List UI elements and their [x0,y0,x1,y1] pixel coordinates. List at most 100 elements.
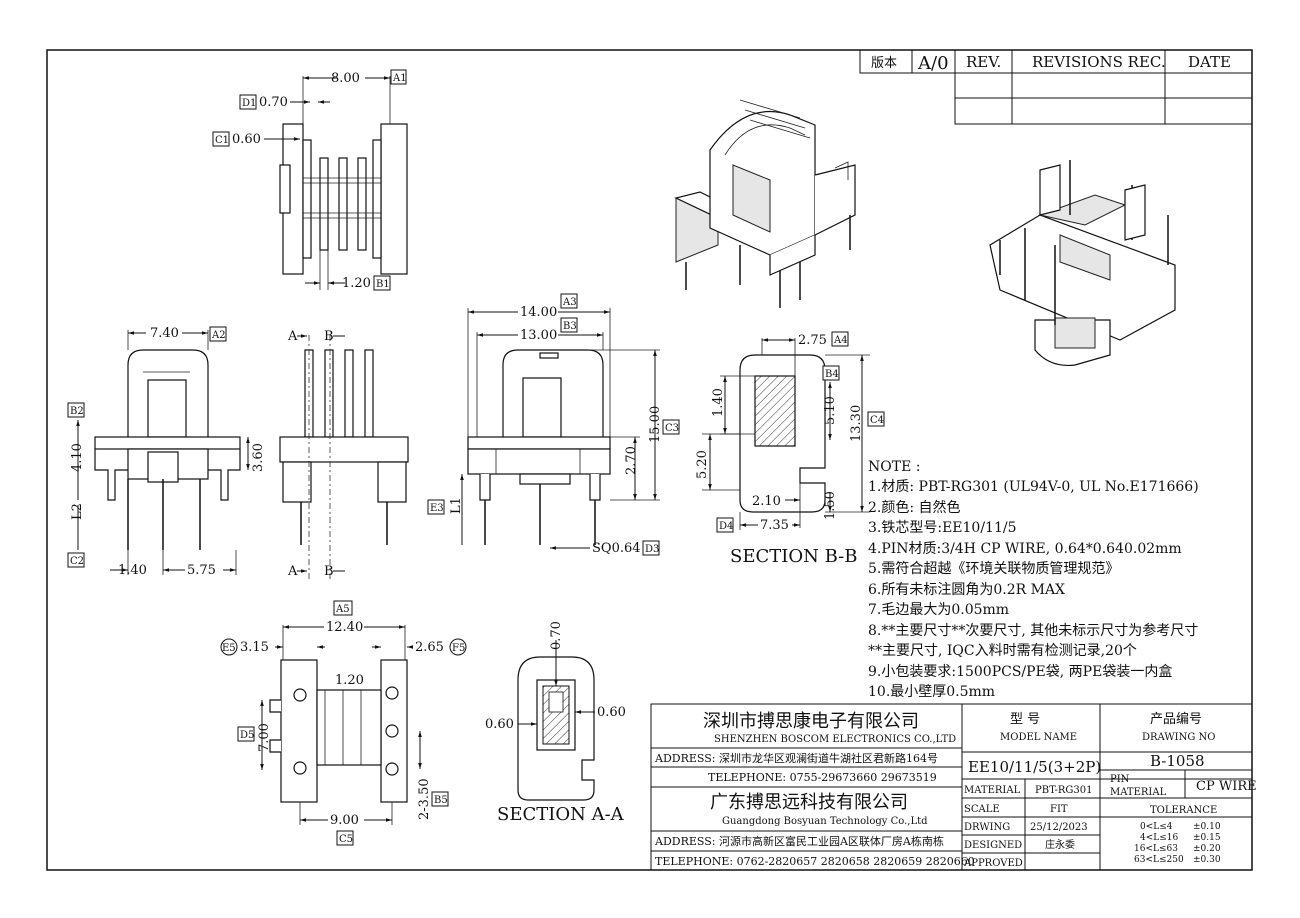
dim-h2-value: 2.70 [624,446,639,475]
dim-b2-value: 4.10 [70,443,85,472]
dim-b1-tag: B1 [376,279,390,290]
dim-a3-tag: A3 [562,297,577,308]
tolerance-range-1: 0<L≤4 [1140,822,1173,832]
model-label-en: MODEL NAME [1000,732,1077,743]
dim-v7-value: 7.35 [760,518,789,533]
note-8: 8.**主要尺寸**次要尺寸, 其他未标示尺寸为参考尺寸 [868,622,1198,639]
dim-b3-tag: B3 [563,321,577,332]
bottom-view: 12.40 A5 E5 3.15 2.65 F5 1.20 D5 7.00 2-… [220,600,467,846]
company2-telephone: TELEPHONE: 0762-2820657 2820658 2820659 … [655,855,975,868]
dim-b1-value: 1.20 [342,276,371,291]
pin-material-value: CP WIRE [1196,779,1257,794]
dim-w2-value: 5.75 [187,563,216,578]
designed-value: 庄永委 [1045,838,1075,851]
dim-a4-value: 2.75 [798,333,827,348]
dim-a1-tag: A1 [392,73,407,84]
material-label: MATERIAL [964,785,1021,796]
dim-c2-tag: C2 [70,556,84,567]
note-4: 4.PIN材质:3/4H CP WIRE, 0.64*0.640.02mm [868,541,1182,557]
dim-width-value: 1.20 [335,673,364,688]
dim-l1-value: L1 [449,497,464,514]
scale-label: SCALE [964,804,1000,815]
company1-name-cn: 深圳市搏思康电子有限公司 [703,711,919,732]
scale-value: FIT [1050,804,1068,815]
dim-c5-value: 9.00 [330,813,359,828]
note-5: 5.需符合超越《环境关联物质管理规范》 [868,560,1119,577]
section-b-bottom: B [324,564,334,579]
tolerance-label: TOLERANCE [1150,805,1217,816]
drawing-date-value: 25/12/2023 [1030,822,1088,833]
dim-v6-value: 1.50 [823,491,838,520]
revisions-header: REVISIONS REC. [1032,53,1166,71]
company2-name-en: Guangdong Bosyuan Technology Co.,Ltd [722,816,928,827]
top-view: 8.00 A1 D1 0.70 C1 0.60 1.20 B1 [212,69,408,291]
dim-d1-value: 0.70 [259,95,288,110]
dim-d3-tag: D3 [645,544,659,555]
approved-label: APPROVED [963,858,1023,869]
tolerance-value-1: ±0.10 [1193,822,1221,832]
note-3: 3.铁芯型号:EE10/11/5 [868,520,1016,536]
dim-e3-tag: E3 [430,503,444,514]
dim-c3-value: 15.00 [648,406,663,443]
model-value: EE10/11/5(3+2P) [968,758,1101,776]
dim-f5-value: 2.65 [415,640,444,655]
section-a-bottom: A [287,564,298,579]
dim-b5-value: 2-3.50 [417,778,432,820]
note-10: 10.最小壁厚0.5mm [868,684,995,700]
section-bb-title: SECTION B-B [730,546,857,567]
dim-e5-tag: E5 [222,643,236,654]
rev-header: REV. [966,53,1001,71]
model-label-cn: 型 号 [1010,712,1040,727]
dim-c3-tag: C3 [665,423,679,434]
section-bb: 2.75 A4 B4 1.40 5.10 13.30 C4 5.20 2.10 … [695,331,885,567]
end-view: 14.00 A3 13.00 B3 15.00 C3 2.70 E3 L1 SQ… [427,293,680,556]
section-a-top: A [287,329,298,344]
dim-sq-value: SQ0.64 [592,541,641,556]
section-aa-title: SECTION A-A [497,804,625,825]
version-value: A/0 [917,53,949,74]
dim-d5-tag: D5 [240,730,254,741]
dim-v4-value: 5.20 [695,450,710,479]
pin-material-label-1: PIN [1110,774,1130,785]
dim-a2-tag: A2 [211,330,226,341]
drawing-border [46,49,1253,871]
section-aa: 0.70 0.60 0.60 SECTION A-A [485,621,626,825]
side-view: A B A B [279,329,409,580]
dim-c5-tag: C5 [339,834,353,845]
dim-a4-tag: A4 [833,335,848,346]
tolerance-value-3: ±0.20 [1193,844,1221,854]
dim-a5-value: 12.40 [326,620,363,635]
note-7: 7.毛边最大为0.05mm [868,602,1009,618]
drawing-label-cn: 产品编号 [1150,712,1202,727]
dim-v2-value: 5.10 [823,396,838,425]
tolerance-value-4: ±0.30 [1193,855,1221,865]
dim-a2-value: 7.40 [150,326,179,341]
dim-v3-value: 13.30 [849,405,864,442]
title-block: 深圳市搏思康电子有限公司 SHENZHEN BOSCOM ELECTRONICS… [650,703,1257,871]
notes-heading: NOTE : [868,459,920,475]
drawing-date-label: DRWING [964,822,1010,833]
dim-w1-value: 1.40 [118,563,147,578]
company1-telephone: TELEPHONE: 0755-29673660 29673519 [708,771,937,784]
dim-f5-tag: F5 [452,643,465,654]
tolerance-value-2: ±0.15 [1193,833,1221,843]
dim-b5-tag: B5 [434,795,448,806]
dim-d4-tag: D4 [719,521,733,532]
note-8-cont: **主要尺寸, IQC入料时需有检测记录,20个 [868,643,1137,659]
note-9: 9.小包装要求:1500PCS/PE袋, 两PE袋装一内盒 [868,663,1172,680]
tolerance-range-3: 16<L≤63 [1134,844,1178,854]
company2-address: ADDRESS: 河源市高新区富民工业园A区联体厂房A栋南栋 [654,834,944,848]
dim-d5-value: 7.00 [257,723,272,752]
note-6: 6.所有未标注圆角为0.2R MAX [868,582,1065,598]
note-2: 2.颜色: 自然色 [868,499,961,516]
dim-left-value: 0.60 [485,717,514,732]
notes-block: NOTE : 1.材质: PBT-RG301 (UL94V-0, UL No.E… [868,459,1199,700]
pin-material-label-2: MATERIAL [1110,787,1167,798]
note-1: 1.材质: PBT-RG301 (UL94V-0, UL No.E171666) [868,479,1199,495]
dim-right-value: 0.60 [597,705,626,720]
dim-top-value: 0.70 [549,621,564,650]
dim-c1-tag: C1 [215,135,229,146]
dim-v5-value: 2.10 [752,494,781,509]
dim-a3-value: 14.00 [520,305,557,320]
